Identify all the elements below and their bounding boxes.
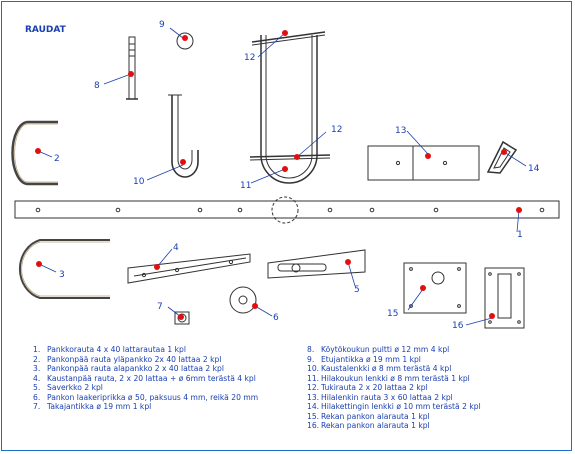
callout-1: 1 [517, 230, 523, 240]
part-number: 12. [307, 383, 320, 392]
part-8-drawing [126, 36, 138, 100]
callout-7: 7 [157, 302, 163, 312]
parts-list-item: 10.Kaustalenkki ø 8 mm terästä 4 kpl [307, 364, 481, 374]
part-description: Saverkko 2 kpl [47, 383, 103, 392]
part-5-drawing [267, 249, 366, 279]
part-description: Kaustalenkki ø 8 mm terästä 4 kpl [321, 364, 452, 373]
part-14-drawing [486, 140, 518, 174]
part-description: Etujantikka ø 19 mm 1 kpl [321, 354, 421, 364]
parts-list-item: 3. Pankonpää rauta alapankko 2 x 40 latta… [33, 364, 258, 374]
part-description: Rekan pankon alarauta 1 kpl [321, 411, 430, 421]
part-number: 3. [33, 364, 41, 373]
part-number: 13. [307, 392, 320, 402]
part-description: Hilakettingin lenkki ø 10 mm terästä 2 k… [321, 402, 481, 411]
callout-12b: 12 [331, 125, 342, 135]
part-description: Pankkorauta 4 x 40 lattarautaa 1 kpl [47, 345, 186, 354]
part-description: Rekan pankon alarauta 1 kpl [321, 421, 430, 430]
parts-list-item: 7. Takajantikka ø 19 mm 1 kpl [33, 402, 258, 412]
part-1-drawing [14, 196, 560, 224]
part-number: 9. [307, 354, 315, 364]
part-description: Kaustanpää rauta, 2 x 20 lattaa + ø 6mm … [47, 373, 256, 383]
part-description: Pankon laakeriprikka ø 50, paksuus 4 mm,… [47, 392, 259, 402]
part-description: Pankonpää rauta yläpankko 2x 40 lattaa 2… [47, 354, 222, 364]
part-number: 7. [33, 402, 41, 411]
parts-list-item: 12.Tukirauta 2 x 20 lattaa 2 kpl [307, 383, 481, 393]
callout-5: 5 [354, 285, 360, 295]
parts-list-item: 15.Rekan pankon alarauta 1 kpl [307, 412, 481, 422]
drawing-title: RAUDAT [25, 25, 66, 35]
part-number: 11. [307, 373, 320, 383]
part-number: 16. [307, 421, 320, 430]
callout-8: 8 [94, 81, 100, 91]
part-description: Takajantikka ø 19 mm 1 kpl [47, 402, 152, 411]
part-description: Köytökoukun pultti ø 12 mm 4 kpl [321, 345, 450, 354]
callout-15: 15 [387, 309, 398, 319]
part-9-drawing [176, 32, 194, 50]
part-number: 10. [307, 364, 320, 373]
callout-9: 9 [159, 20, 165, 30]
part-description: Pankonpää rauta alapankko 2 x 40 lattaa … [47, 364, 224, 373]
parts-list-item: 8. Köytökoukun pultti ø 12 mm 4 kpl [307, 345, 481, 355]
part-16-drawing [484, 267, 525, 329]
part-number: 8. [307, 345, 315, 354]
part-number: 4. [33, 373, 41, 383]
parts-list-item: 14.Hilakettingin lenkki ø 10 mm terästä … [307, 402, 481, 412]
part-number: 15. [307, 411, 320, 421]
part-6-drawing [229, 286, 257, 314]
callout-13: 13 [395, 126, 406, 136]
callout-14: 14 [528, 164, 540, 174]
part-2-drawing [11, 120, 58, 186]
part-description: Hilalenkin rauta 3 x 60 lattaa 2 kpl [321, 392, 453, 402]
callout-3: 3 [59, 270, 65, 280]
callout-10: 10 [133, 177, 145, 187]
part-13-drawing [367, 145, 480, 181]
part-number: 14. [307, 402, 320, 411]
parts-list-right: 8. Köytökoukun pultti ø 12 mm 4 kpl 9. Etuj… [307, 345, 481, 431]
parts-list-item: 2. Pankonpää rauta yläpankko 2x 40 lattaa… [33, 355, 258, 365]
part-3-drawing [18, 239, 110, 299]
callout-4: 4 [173, 243, 179, 253]
parts-list-item: 9. Etujantikka ø 19 mm 1 kpl [307, 355, 481, 365]
part-10-drawing [171, 95, 199, 178]
part-description: Hilakoukun lenkki ø 8 mm terästä 1 kpl [321, 373, 470, 383]
parts-list-item: 5. Saverkko 2 kpl [33, 383, 258, 393]
callout-2: 2 [54, 154, 60, 164]
part-number: 2. [33, 354, 41, 364]
part-11-12-drawing [249, 31, 331, 184]
parts-list-item: 6. Pankon laakeriprikka ø 50, paksuus 4 m… [33, 393, 258, 403]
parts-list-item: 13.Hilalenkin rauta 3 x 60 lattaa 2 kpl [307, 393, 481, 403]
callout-11: 11 [240, 181, 251, 191]
part-description: Tukirauta 2 x 20 lattaa 2 kpl [321, 383, 428, 392]
callout-6: 6 [273, 313, 279, 323]
part-4-drawing [127, 253, 251, 284]
parts-list-item: 1. Pankkorauta 4 x 40 lattarautaa 1 kpl [33, 345, 258, 355]
callout-16: 16 [452, 321, 464, 331]
parts-list-item: 11.Hilakoukun lenkki ø 8 mm terästä 1 kp… [307, 374, 481, 384]
part-number: 5. [33, 383, 41, 392]
parts-list-item: 16.Rekan pankon alarauta 1 kpl [307, 421, 481, 431]
part-15-drawing [403, 262, 467, 314]
parts-list-item: 4. Kaustanpää rauta, 2 x 20 lattaa + ø 6m… [33, 374, 258, 384]
part-number: 6. [33, 392, 41, 402]
part-number: 1. [33, 345, 41, 354]
callout-12a: 12 [244, 53, 255, 63]
